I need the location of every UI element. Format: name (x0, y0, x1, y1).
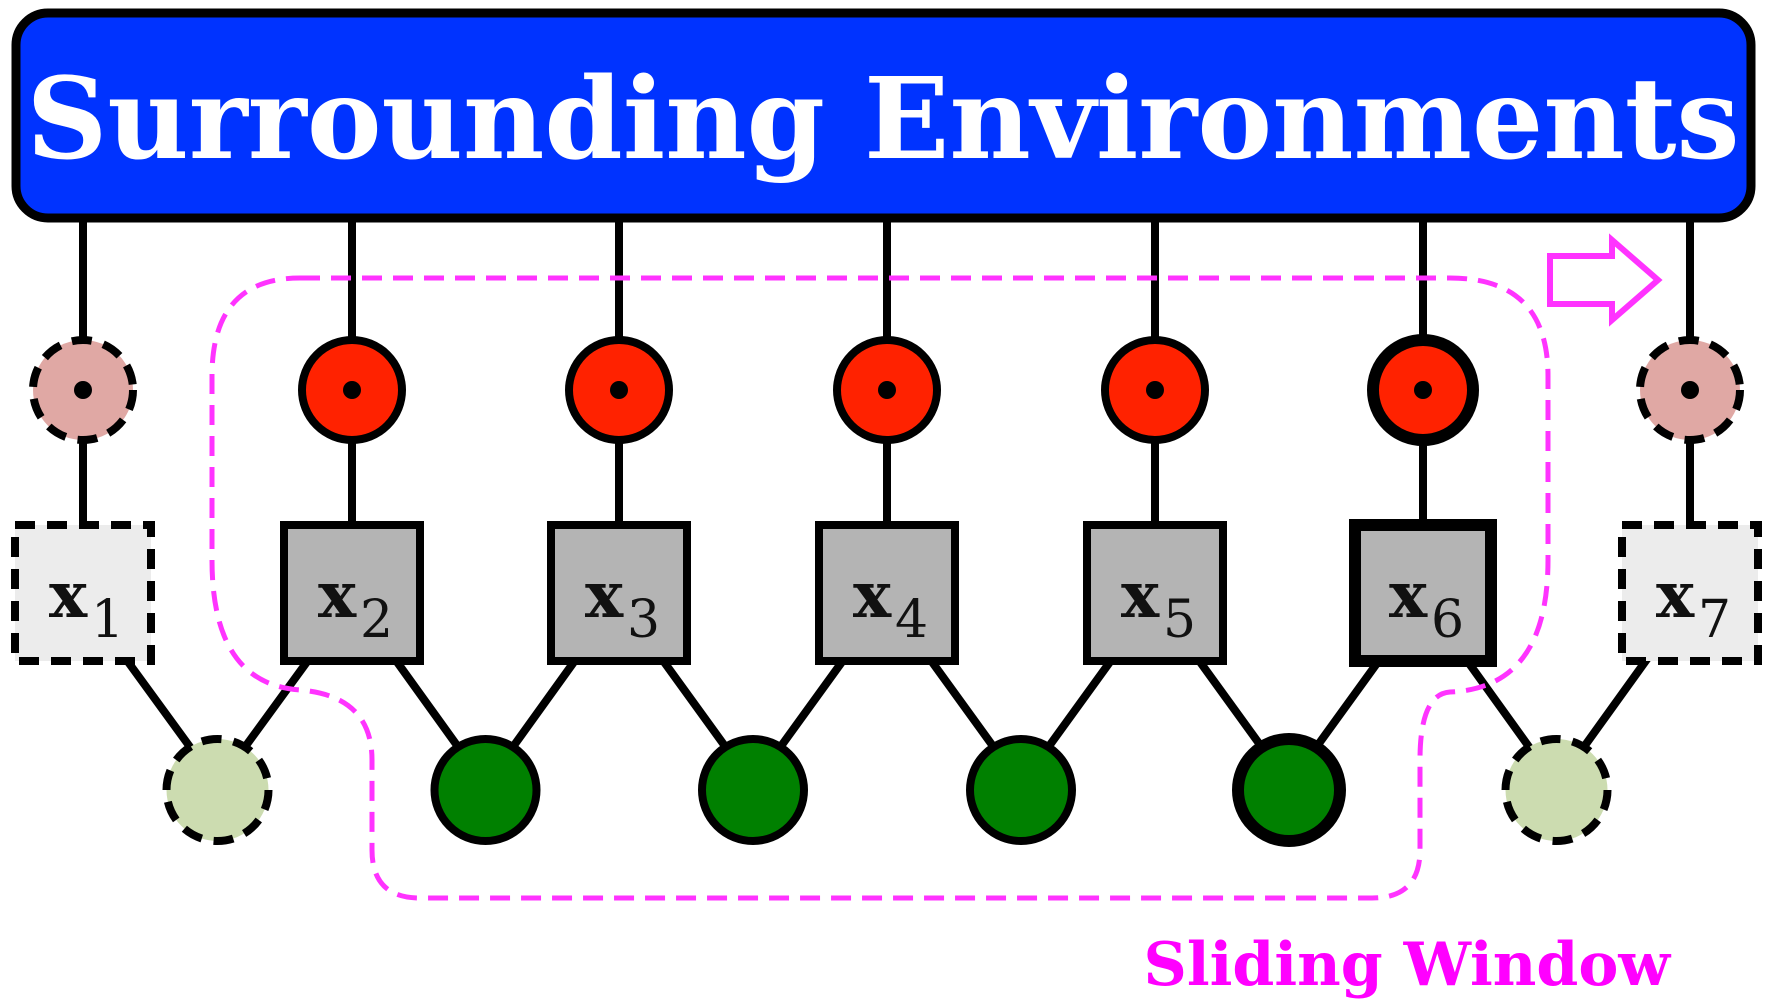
edge-factor-2 (430, 735, 541, 845)
variable-box-3 (547, 521, 691, 665)
variable-box-4 (815, 521, 959, 665)
factor-dot (610, 381, 628, 399)
measurement-factors (29, 334, 1744, 446)
banner-title: Surrounding Environments (26, 54, 1739, 185)
variable-subscript-5: 5 (1163, 590, 1196, 650)
edge-factor-5 (1232, 733, 1346, 847)
edge-factor-6 (1501, 735, 1612, 845)
factor-dot (1681, 381, 1699, 399)
factor-dot (343, 381, 361, 399)
variable-label-6: x (1389, 558, 1428, 633)
variable-subscript-6: 6 (1431, 590, 1464, 650)
edge-line (232, 652, 316, 763)
edge-line (655, 652, 739, 763)
variable-label-2: x (318, 558, 357, 633)
sliding-window-label: Sliding Window (1144, 930, 1672, 1000)
edge-line (1035, 652, 1119, 763)
edge-line (388, 652, 471, 763)
factor-dot (1414, 381, 1432, 399)
edge-factor-1 (162, 735, 273, 845)
factor-dot (1146, 381, 1164, 399)
variable-label-4: x (853, 558, 892, 633)
variable-label-5: x (1121, 558, 1160, 633)
edge-factors (162, 733, 1612, 847)
edge-line (119, 652, 203, 763)
variable-subscript-1: 1 (91, 590, 124, 650)
variable-box-6 (1349, 519, 1497, 667)
variable-box-1 (11, 521, 155, 665)
variable-label-1: x (49, 558, 88, 633)
variable-label-7: x (1656, 558, 1695, 633)
edge-line (500, 652, 583, 763)
edge-line (1459, 652, 1542, 763)
edge-line (923, 652, 1007, 763)
variable-box-2 (280, 521, 424, 665)
variable-subscript-7: 7 (1698, 590, 1731, 650)
factor-dot (878, 381, 896, 399)
surrounding-environments-banner (11, 8, 1756, 223)
sliding-window-outline (209, 275, 1551, 901)
variable-subscript-3: 3 (627, 590, 660, 650)
edge-line (767, 652, 851, 763)
variable-subscript-4: 4 (895, 590, 928, 650)
edge-factor-3 (698, 735, 808, 845)
variable-box-5 (1083, 521, 1227, 665)
variable-label-3: x (585, 558, 624, 633)
right-arrow-icon (1547, 233, 1663, 327)
factor-dot (74, 381, 92, 399)
variable-subscript-2: 2 (360, 590, 393, 650)
variable-box-7 (1618, 521, 1762, 665)
edge-line (1571, 652, 1654, 763)
edge-factor-4 (966, 735, 1076, 845)
variable-factor-edges (119, 652, 1654, 763)
